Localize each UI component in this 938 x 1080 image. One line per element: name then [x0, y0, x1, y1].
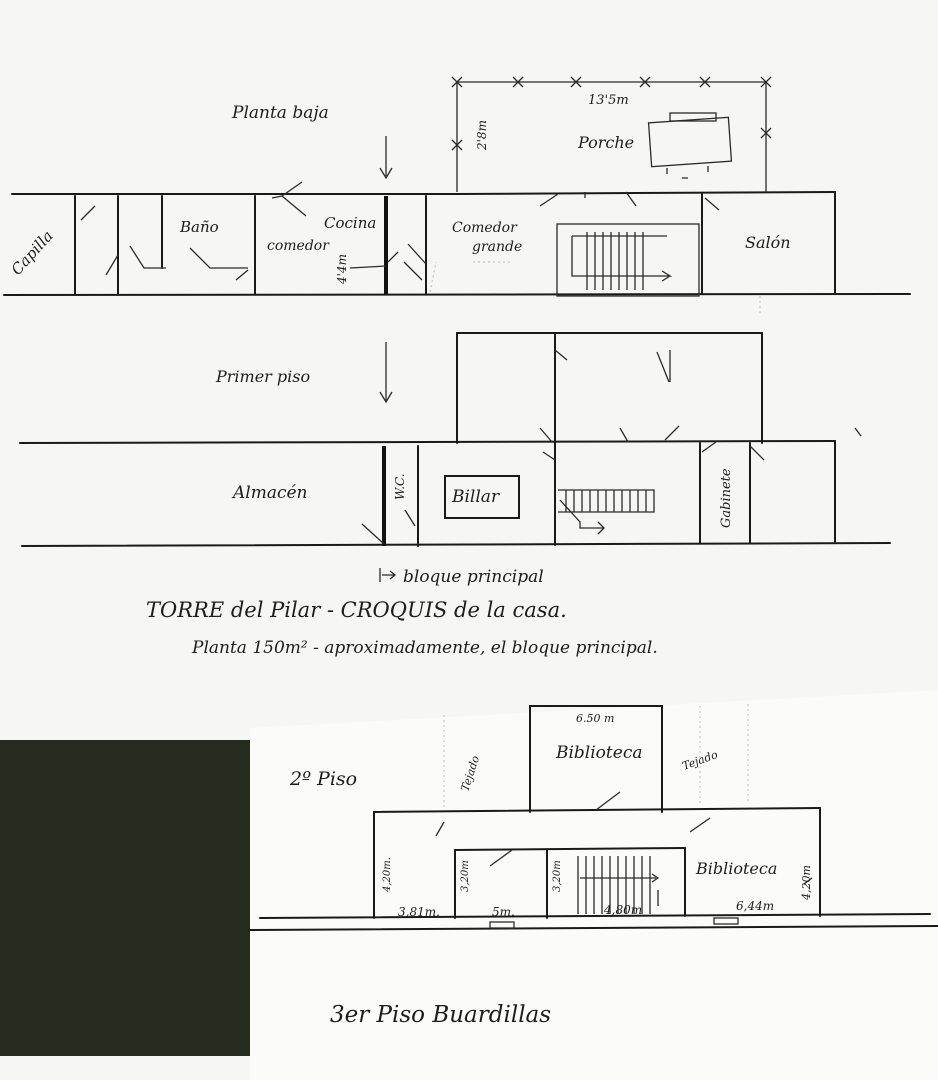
- room-label-almacen: Almacén: [231, 483, 308, 503]
- room-label-comedor-grande-2: grande: [472, 239, 522, 255]
- dark-background-corner: [0, 740, 250, 1056]
- room-label-salon: Salón: [745, 233, 791, 252]
- dim-h2: 3,20m: [460, 860, 471, 892]
- segundo-piso-title: 2º Piso: [289, 768, 357, 790]
- note-bloque-principal: bloque principal: [403, 567, 544, 587]
- planta-baja-plan: [3, 76, 911, 297]
- segundo-piso-plan: [249, 704, 938, 931]
- dim-top-width: 6.50 m: [576, 712, 614, 725]
- room-label-biblioteca-top: Biblioteca: [555, 743, 642, 763]
- primer-piso-title: Primer piso: [215, 367, 310, 386]
- room-label-comedor: comedor: [267, 238, 330, 254]
- dim-h4: 4,20m: [800, 865, 813, 901]
- dim-h1: 4,20m.: [382, 857, 393, 893]
- room-label-bano: Baño: [179, 218, 219, 236]
- dim-kitchen: 4'4m: [335, 254, 349, 285]
- planta-baja-title: Planta baja: [231, 103, 329, 123]
- room-label-biblioteca-right: Biblioteca: [695, 859, 777, 878]
- dim-d1: 3,81m.: [398, 905, 440, 919]
- room-label-gabinete: Gabinete: [719, 468, 734, 528]
- dim-d3: 4,80m: [603, 903, 642, 917]
- dim-h3: 3,20m: [552, 860, 563, 892]
- room-label-billar: Billar: [451, 487, 500, 507]
- sketch-subtitle: Planta 150m² - aproximadamente, el bloqu…: [191, 638, 658, 658]
- sketch-title: TORRE del Pilar - CROQUIS de la casa.: [146, 598, 567, 622]
- room-label-comedor-grande-1: Comedor: [452, 220, 518, 236]
- room-label-cocina: Cocina: [324, 214, 376, 232]
- dim-porche-depth: 2'8m: [475, 120, 489, 151]
- dim-d2: 5m.: [492, 905, 515, 919]
- room-label-wc: W.C.: [393, 473, 407, 500]
- dim-porche-width: 13'5m: [588, 93, 629, 108]
- tercer-piso-title: 3er Piso Buardillas: [330, 1002, 551, 1028]
- room-label-capilla: Capilla: [8, 227, 57, 279]
- room-label-porche: Porche: [577, 133, 634, 152]
- dim-d4: 6,44m: [736, 899, 774, 913]
- primer-piso-plan: [19, 261, 891, 582]
